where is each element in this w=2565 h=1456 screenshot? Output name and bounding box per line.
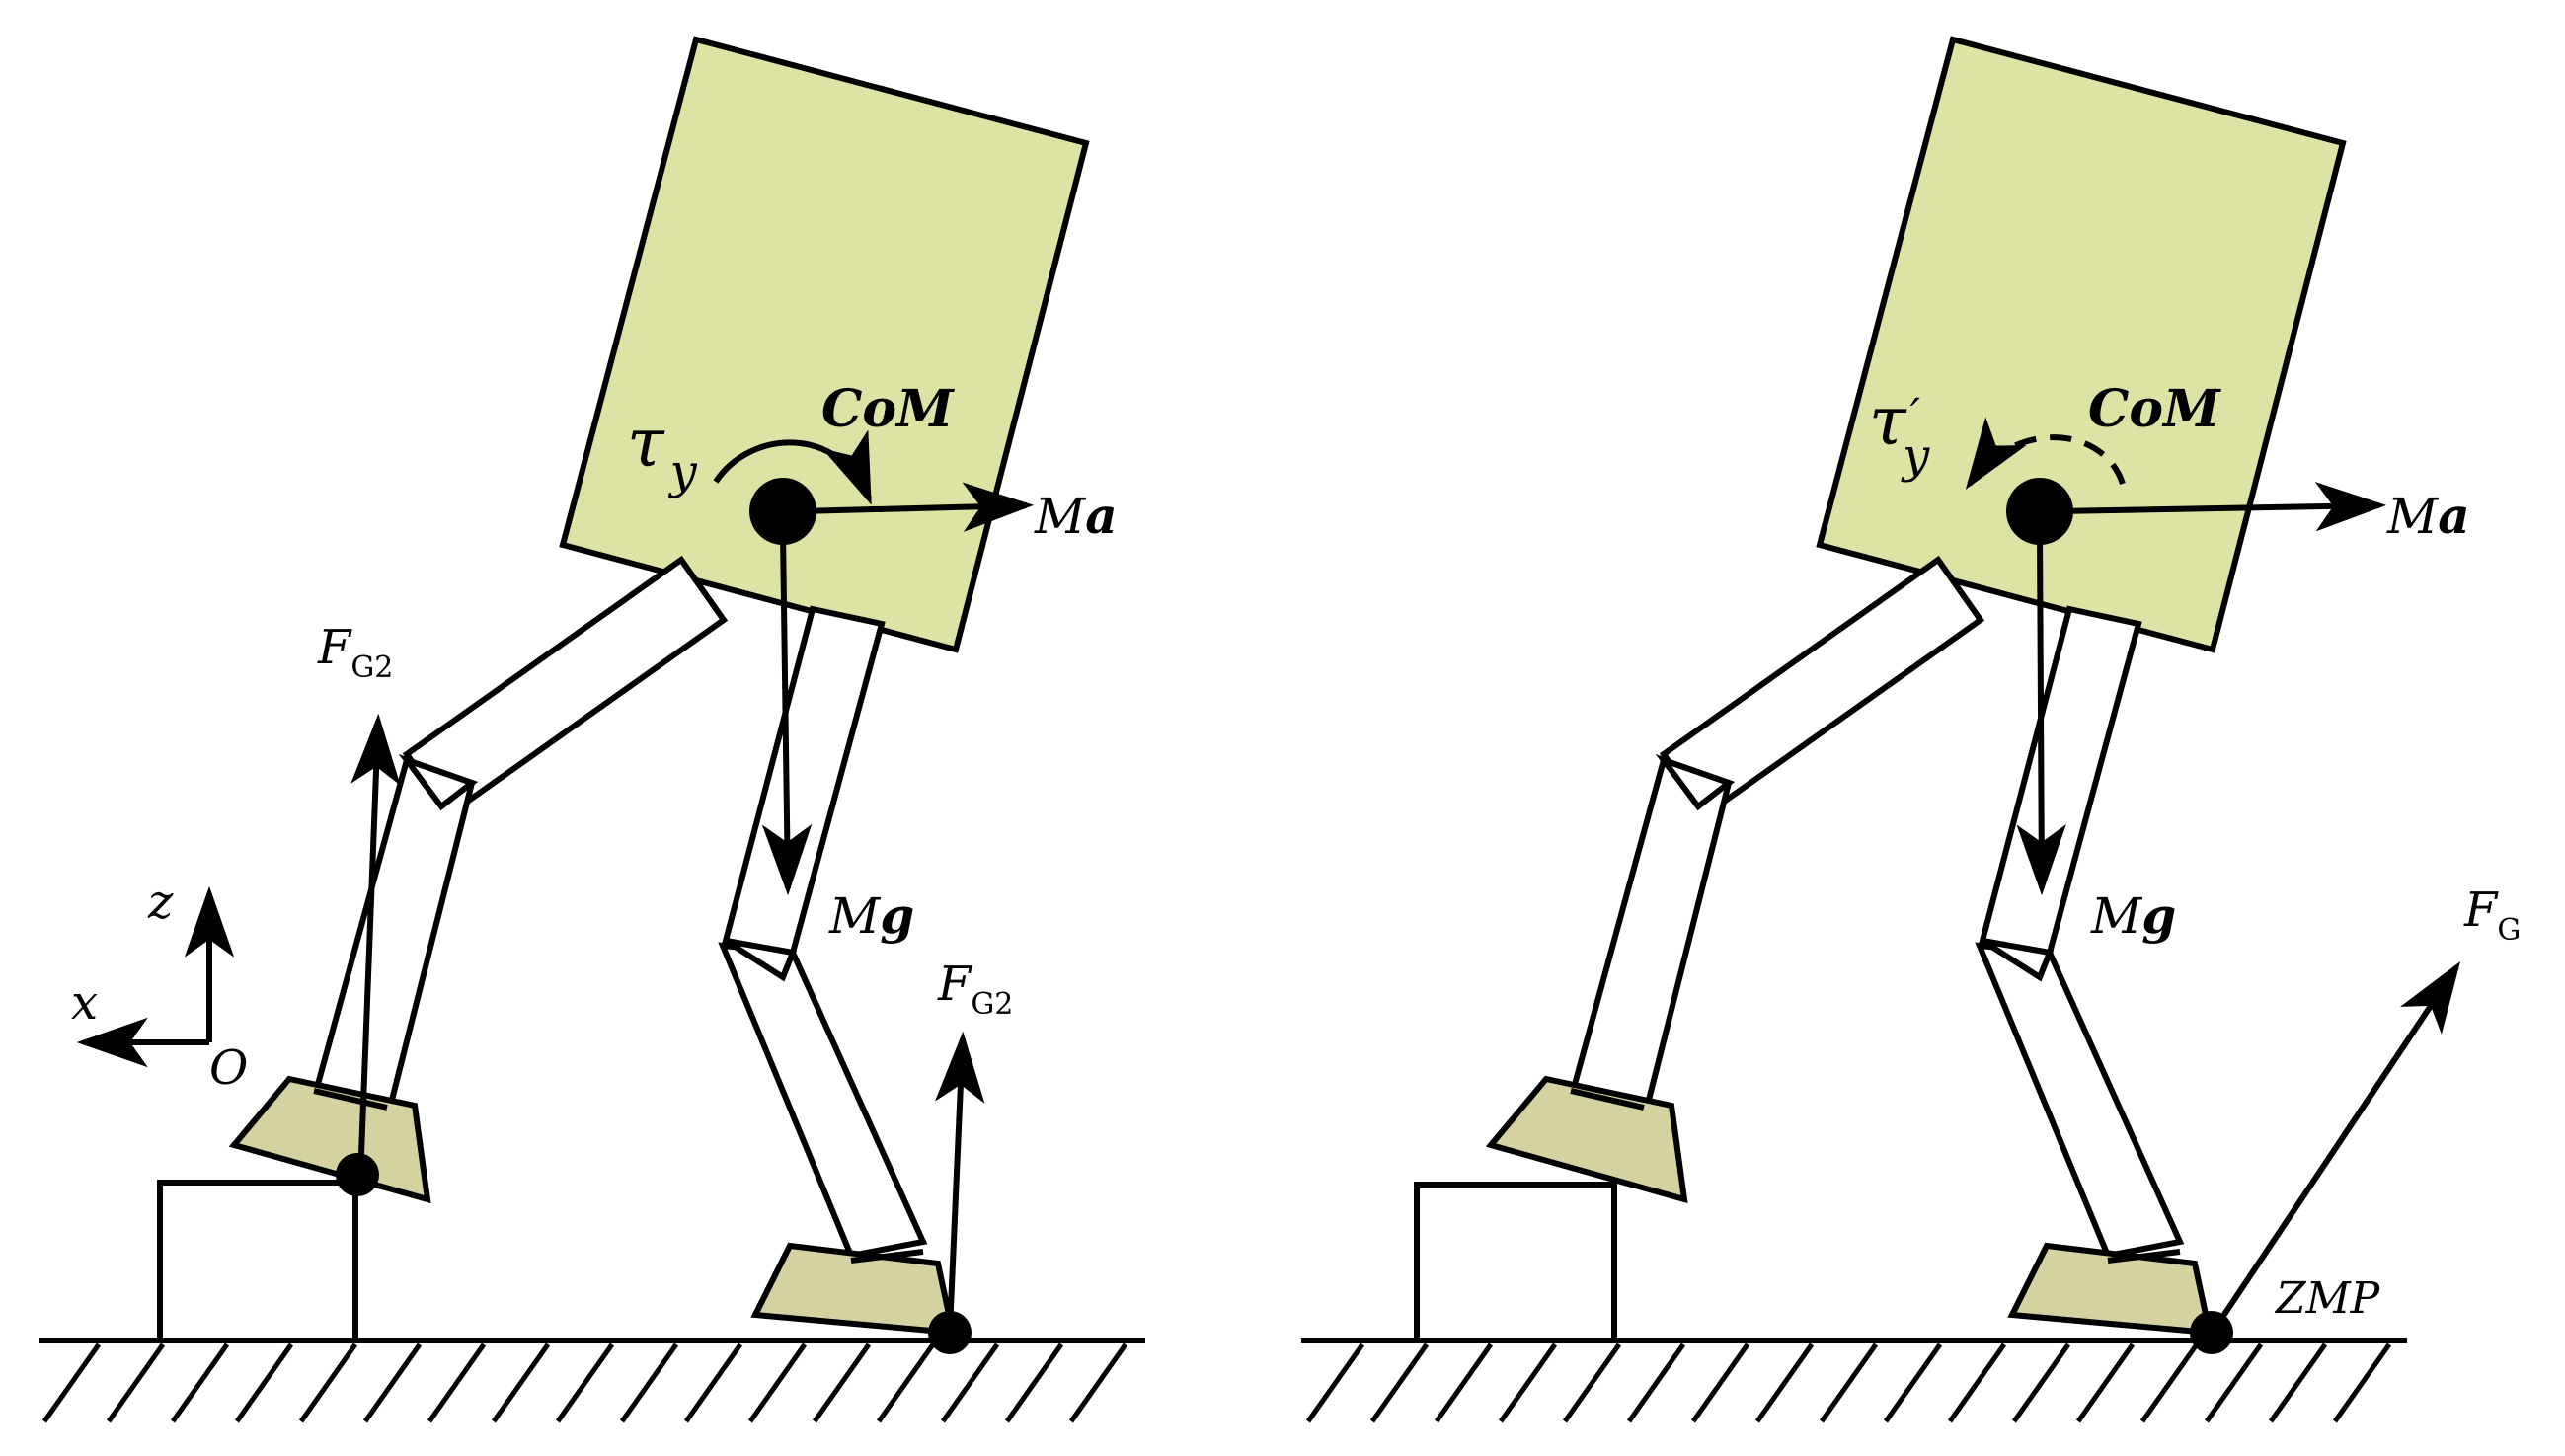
right-com-dot	[2006, 478, 2073, 545]
right-ma-arrow	[2056, 481, 2387, 532]
left-support-knee-joint	[724, 938, 798, 982]
left-support-contact-dot	[928, 1311, 972, 1354]
zmp-dot	[2190, 1311, 2233, 1354]
left-swing-foot	[228, 1075, 431, 1204]
right-torso	[1816, 36, 2347, 653]
left-swing-leg	[228, 555, 729, 1204]
right-tau-prime-arc	[1965, 417, 2126, 490]
left-ground-hatching	[41, 1342, 1128, 1423]
left-swing-contact-dot	[336, 1153, 379, 1196]
left-support-shin	[718, 942, 928, 1260]
left-com-dot	[749, 478, 816, 545]
right-panel: τ′y CoM Ma Mg FG ZMP	[1301, 36, 2521, 1423]
right-mg-arrow	[2016, 532, 2066, 896]
left-torso	[559, 36, 1090, 653]
left-fg2-top-label: FG2	[317, 620, 393, 685]
left-swing-ankle	[313, 1088, 388, 1111]
z-axis-label: z	[147, 875, 174, 930]
left-fg2-top-arrow	[350, 713, 401, 1181]
left-com-label: CoM	[821, 379, 955, 439]
left-support-ankle	[850, 1249, 924, 1264]
right-support-ankle	[2107, 1249, 2181, 1264]
right-swing-shin	[1567, 756, 1733, 1119]
left-support-leg	[718, 605, 957, 1337]
left-mg-arrow	[761, 532, 813, 896]
right-com-label: CoM	[2088, 379, 2221, 439]
left-step-block	[157, 1180, 358, 1343]
left-tau-arc	[713, 429, 872, 505]
origin-label: O	[209, 1040, 248, 1096]
left-ma-arrow	[799, 482, 1035, 532]
right-swing-foot	[1485, 1075, 1688, 1204]
right-support-leg	[1975, 605, 2214, 1337]
right-tau-prime-label: τ′y	[1869, 383, 1930, 484]
left-mg-label: Mg	[828, 886, 914, 945]
left-fg2-right-label: FG2	[937, 957, 1013, 1022]
right-swing-ankle	[1570, 1088, 1645, 1111]
right-ground	[1301, 1338, 2407, 1423]
right-swing-knee-joint	[1655, 753, 1736, 811]
x-axis-label: x	[71, 975, 98, 1031]
right-mg-label: Mg	[2090, 886, 2176, 945]
left-swing-knee-joint	[398, 753, 479, 811]
right-support-knee-joint	[1981, 938, 2055, 982]
right-step-block	[1414, 1182, 1617, 1343]
zmp-label: ZMP	[2274, 1273, 2381, 1324]
right-swing-leg	[1485, 555, 1985, 1204]
right-ma-label: Ma	[2386, 487, 2470, 545]
left-fg2-right-arrow	[934, 1031, 985, 1332]
left-ground	[39, 1338, 1145, 1423]
left-swing-shin	[310, 756, 476, 1119]
right-support-shin	[1975, 942, 2185, 1260]
right-fg-arrow	[2211, 961, 2461, 1333]
right-ground-hatching	[1305, 1342, 2392, 1423]
left-ma-label: Ma	[1034, 487, 1118, 545]
right-fg-label: FG	[2463, 882, 2521, 948]
